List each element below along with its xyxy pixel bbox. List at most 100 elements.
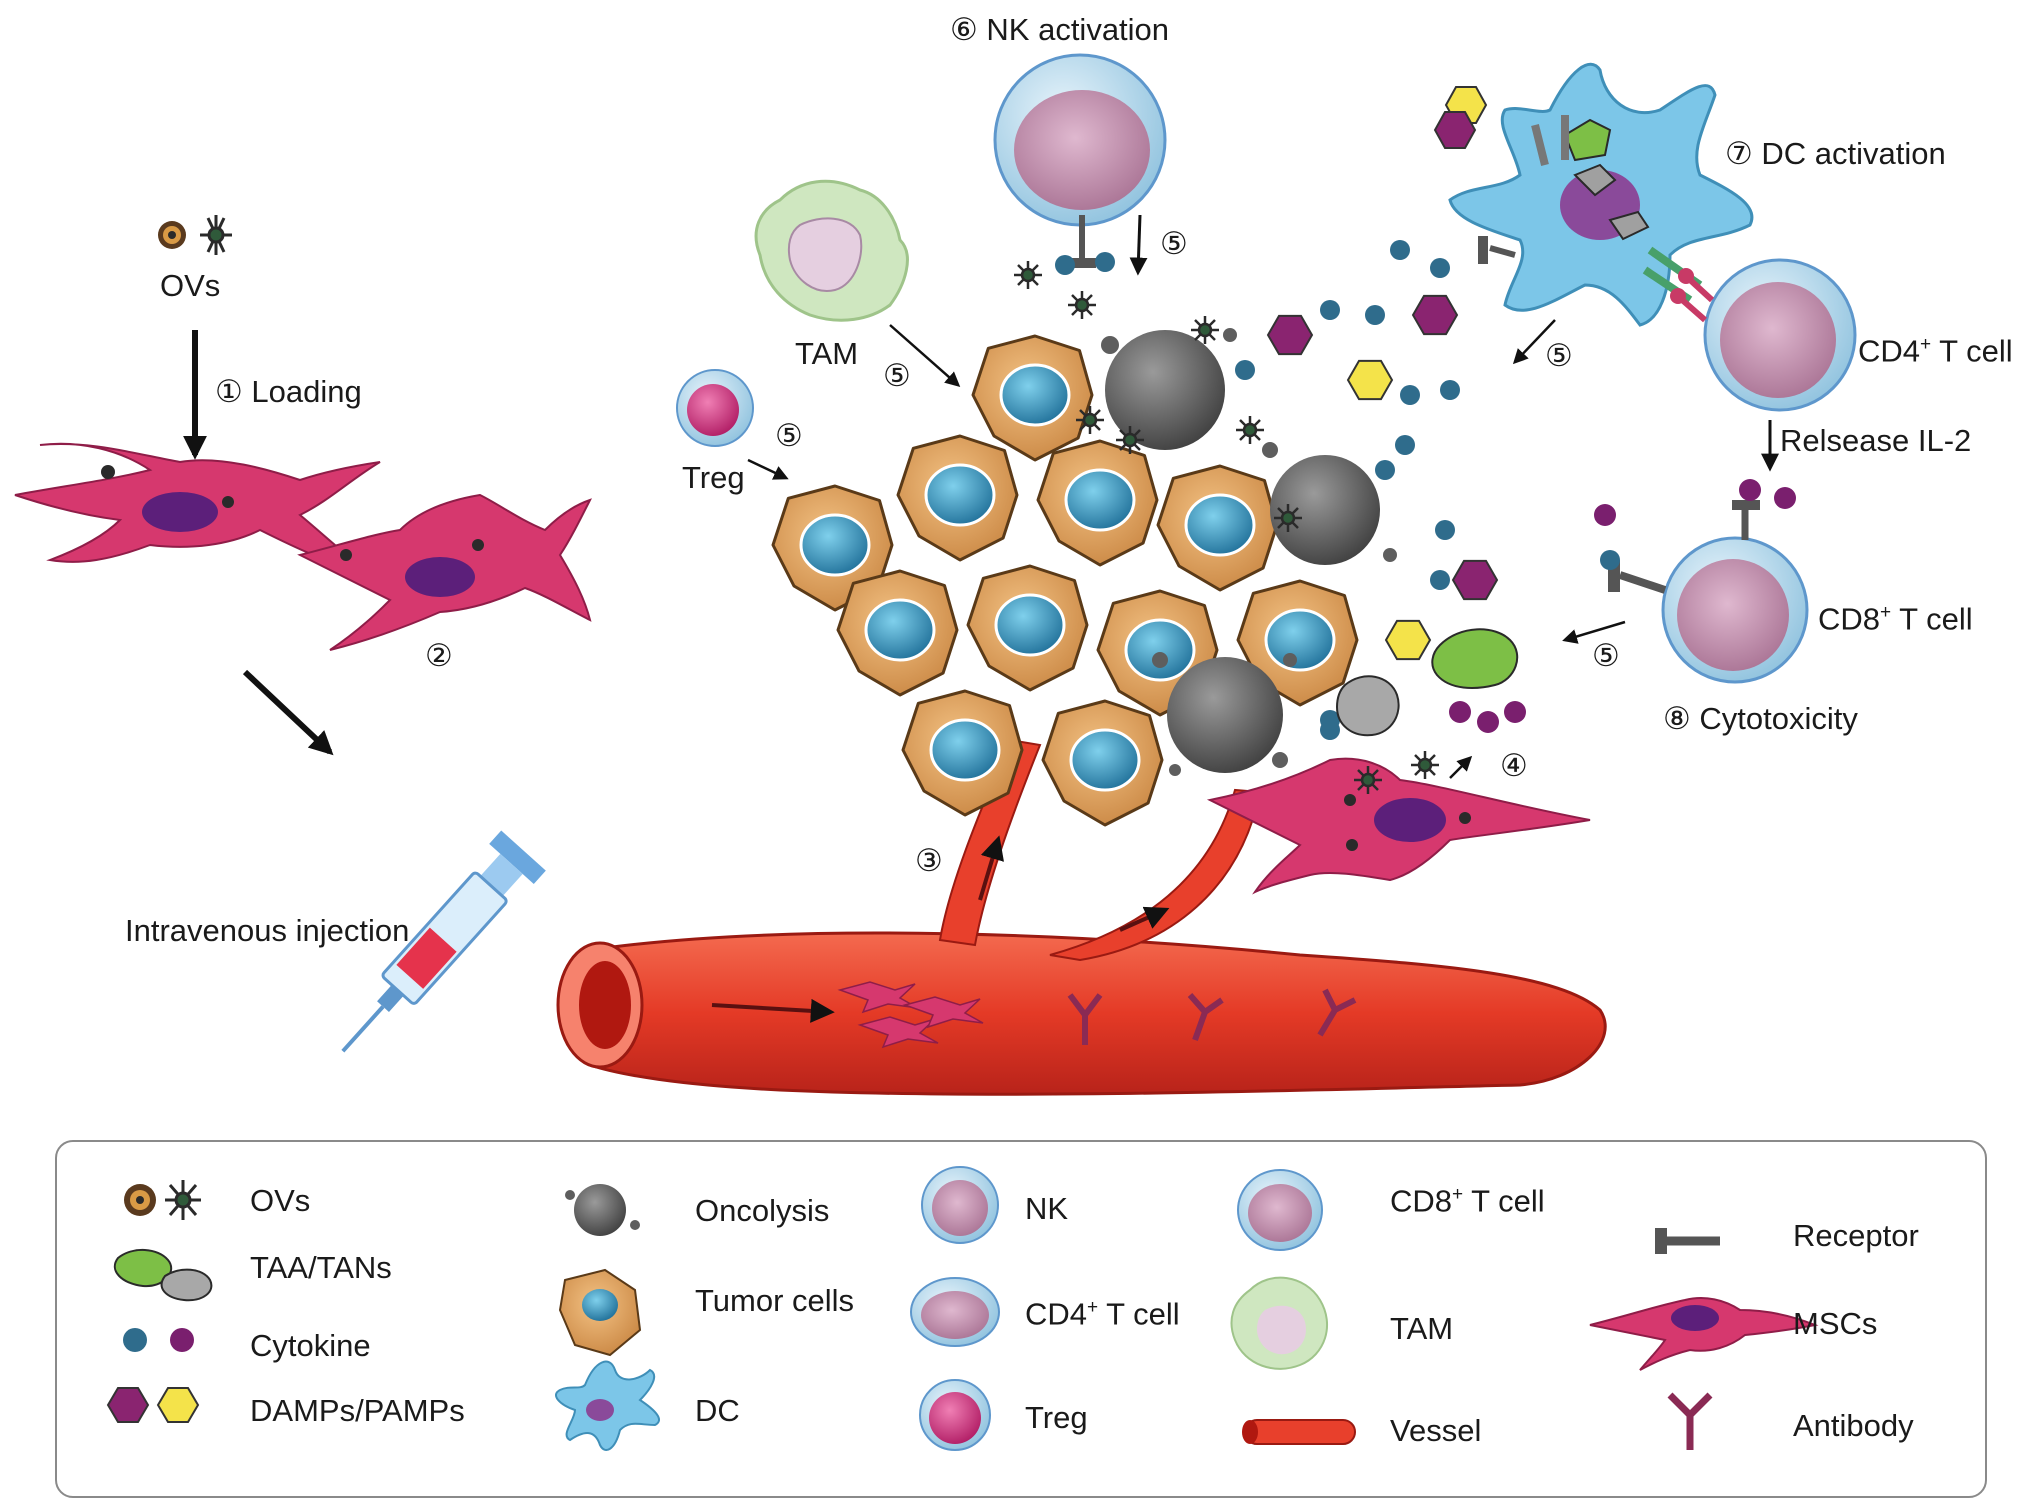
legend-mscs: MSCs <box>1793 1306 1878 1341</box>
legend-cytokine: Cytokine <box>250 1328 371 1363</box>
cytokine-blue <box>1320 300 1340 320</box>
tam-arrow <box>889 324 961 387</box>
vessel-msc-cluster <box>837 981 984 1049</box>
cd8-t-cell <box>1608 500 1809 684</box>
treg-label: Treg <box>682 460 745 495</box>
damp-hexagon <box>1433 86 1488 149</box>
cytokine-blue <box>1320 710 1340 730</box>
ov-phage-particle <box>1354 766 1382 794</box>
cytokine-purple <box>1774 487 1796 509</box>
blood-vessel <box>556 738 1607 1096</box>
damp-hexagon <box>1451 559 1499 601</box>
step-5-label-tam: ⑤ <box>883 358 911 393</box>
taa-antigen <box>1431 628 1519 689</box>
damp-hexagon <box>1266 314 1314 356</box>
tumor-cell <box>901 689 1024 817</box>
cytokine-particles <box>1014 240 1796 794</box>
ov-virus-icon <box>158 221 186 249</box>
legend-oncolysis: Oncolysis <box>695 1193 830 1228</box>
step-5-label-treg: ⑤ <box>775 418 803 453</box>
cytokine-blue <box>1430 258 1450 278</box>
pamp-hexagon <box>1384 619 1432 661</box>
msc-cell <box>297 493 592 651</box>
legend-taa-tans: TAA/TANs <box>250 1250 392 1285</box>
msc-cell <box>14 442 381 576</box>
treg-cell <box>676 369 754 447</box>
cytokine-blue <box>1395 435 1415 455</box>
msc-release-arrow <box>1449 755 1473 779</box>
cd4-t-cell-label: CD4+ T cell <box>1858 333 2013 369</box>
cytotoxicity-label: ⑧ Cytotoxicity <box>1663 701 1858 736</box>
legend <box>55 1140 1987 1498</box>
tumor-cell <box>771 484 894 612</box>
tumor-cell <box>896 434 1019 562</box>
legend-cd4-t-cell: CD4+ T cell <box>1025 1296 1180 1332</box>
legend-cd8-t-cell: CD8+ T cell <box>1390 1183 1545 1219</box>
cytokine-blue <box>1600 550 1620 570</box>
tam-label: TAM <box>795 336 859 371</box>
cytokine-blue <box>1390 240 1410 260</box>
cytokine-purple <box>1449 701 1471 723</box>
cytokine-blue <box>1400 385 1420 405</box>
legend-ovs: OVs <box>250 1183 311 1218</box>
ov-phage-particle <box>1236 416 1264 444</box>
tumor-cell <box>971 334 1094 462</box>
cytokine-blue <box>1440 380 1460 400</box>
nk-cell <box>993 53 1167 268</box>
legend-tumor-cells: Tumor cells <box>695 1283 855 1318</box>
ov-phage-particle <box>1068 291 1096 319</box>
ov-phage-particle <box>1191 316 1219 344</box>
tam-cell <box>754 179 909 322</box>
tumor-cell <box>1036 439 1159 567</box>
step-2-label: ② <box>425 638 453 673</box>
ov-phage-particle <box>1411 751 1439 779</box>
loading-label: ① Loading <box>215 374 362 409</box>
vessel-antibody-icon <box>1067 988 1357 1045</box>
release-il2-label: Relsease IL-2 <box>1780 423 1972 458</box>
msc-cell <box>1206 757 1591 895</box>
cytokine-purple <box>1477 711 1499 733</box>
legend-vessel: Vessel <box>1390 1413 1482 1448</box>
nk-arrow <box>1129 214 1148 276</box>
step-4-label: ④ <box>1500 748 1528 783</box>
legend-tam: TAM <box>1390 1311 1454 1346</box>
cd8-t-cell-label: CD8+ T cell <box>1818 601 1973 637</box>
cd4-t-cell <box>1670 258 1857 412</box>
oncolysis-cell <box>1101 328 1397 776</box>
ov-phage-icon <box>200 215 232 255</box>
legend-treg: Treg <box>1025 1400 1088 1435</box>
cd8-arrow <box>1562 620 1626 644</box>
legend-nk: NK <box>1025 1191 1069 1226</box>
tumor-cell <box>1156 464 1279 592</box>
syringe-icon <box>341 830 546 1053</box>
tan-antigen <box>1335 675 1400 737</box>
cytokine-blue <box>1435 520 1455 540</box>
dc-cell <box>1448 62 1754 327</box>
damp-hexagon <box>1411 294 1459 336</box>
injection-arrow <box>242 669 334 756</box>
ovs-label: OVs <box>160 268 221 303</box>
cytokine-purple <box>1739 479 1761 501</box>
tumor-cell <box>966 564 1089 692</box>
tumor-cell <box>1041 699 1164 827</box>
iv-injection-label: Intravenous injection <box>125 913 410 948</box>
step-3-label: ③ <box>915 843 943 878</box>
tumor-cell <box>1236 579 1359 707</box>
legend-icons <box>106 1166 1819 1451</box>
legend-antibody: Antibody <box>1793 1408 1914 1443</box>
cytokine-blue <box>1430 570 1450 590</box>
cytokine-blue <box>1095 252 1115 272</box>
dc-arrow <box>1512 319 1556 365</box>
dc-activation-label: ⑦ DC activation <box>1725 136 1946 171</box>
cytokine-blue <box>1375 460 1395 480</box>
legend-receptor: Receptor <box>1793 1218 1919 1253</box>
cytokine-blue <box>1055 255 1075 275</box>
legend-damps-pamps: DAMPs/PAMPs <box>250 1393 465 1428</box>
tumor-cell <box>836 569 959 697</box>
cytokine-purple <box>1594 504 1616 526</box>
ov-phage-particle <box>1076 406 1104 434</box>
pamp-hexagon <box>1346 359 1394 401</box>
ov-phage-particle <box>1116 426 1144 454</box>
cytokine-purple <box>1504 701 1526 723</box>
